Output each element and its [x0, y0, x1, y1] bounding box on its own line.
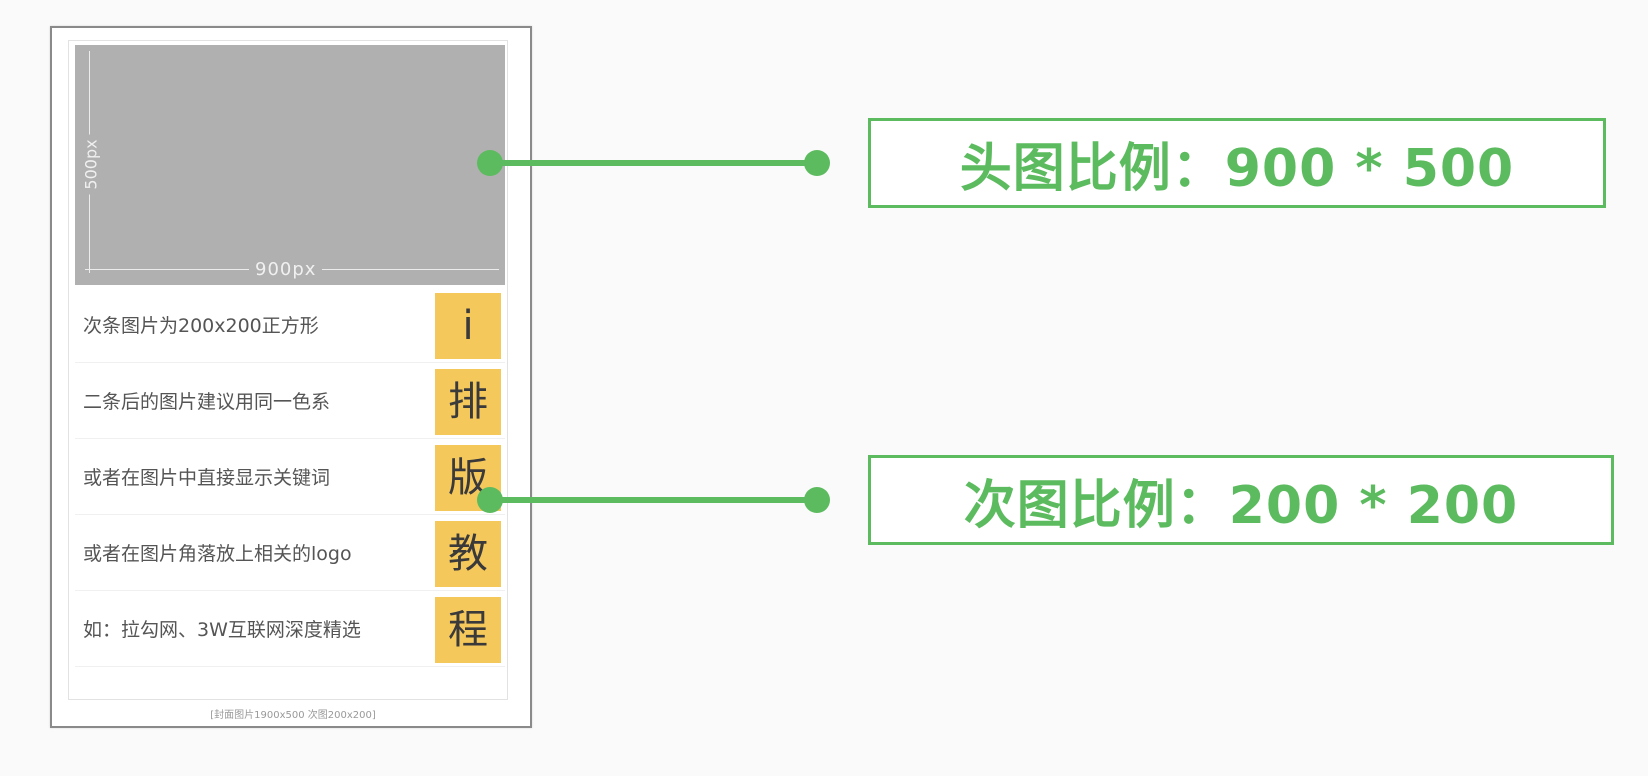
- list-item-thumbnail: i: [435, 293, 501, 359]
- list-item-text: 二条后的图片建议用同一色系: [83, 391, 331, 413]
- secondary-connector-line: [490, 497, 818, 503]
- list-item-text: 或者在图片中直接显示关键词: [83, 467, 331, 489]
- hero-connector-end-dot: [804, 150, 830, 176]
- list-item-text: 次条图片为200x200正方形: [83, 315, 319, 337]
- secondary-connector-end-dot: [804, 487, 830, 513]
- hero-connector-start-dot: [477, 150, 503, 176]
- list-item: 二条后的图片建议用同一色系 排: [75, 365, 505, 439]
- hero-ratio-label: 头图比例：900 * 500: [868, 118, 1606, 208]
- hero-connector-line: [490, 160, 818, 166]
- list-item: 如：拉勾网、3W互联网深度精选 程: [75, 593, 505, 667]
- list-item: 或者在图片中直接显示关键词 版: [75, 441, 505, 515]
- list-item-thumbnail: 版: [435, 445, 501, 511]
- hero-height-label: 500px: [81, 134, 101, 195]
- secondary-connector-start-dot: [477, 487, 503, 513]
- list-item-text: 如：拉勾网、3W互联网深度精选: [83, 619, 361, 641]
- article-list-mockup: 500px 900px 次条图片为200x200正方形 i 二条后的图片建议用同…: [50, 26, 532, 728]
- list-item: 次条图片为200x200正方形 i: [75, 289, 505, 363]
- hero-image-placeholder: 500px 900px: [75, 45, 505, 285]
- list-item-thumbnail: 排: [435, 369, 501, 435]
- list-item: 或者在图片角落放上相关的logo 教: [75, 517, 505, 591]
- list-item-thumbnail: 教: [435, 521, 501, 587]
- list-item-text: 或者在图片角落放上相关的logo: [83, 543, 352, 565]
- list-item-thumbnail: 程: [435, 597, 501, 663]
- hero-width-label: 900px: [249, 259, 323, 280]
- mockup-footer-note: [封面图片1900x500 次图200x200]: [210, 710, 376, 721]
- secondary-ratio-label: 次图比例：200 * 200: [868, 455, 1614, 545]
- mockup-inner-frame: 500px 900px 次条图片为200x200正方形 i 二条后的图片建议用同…: [68, 40, 508, 700]
